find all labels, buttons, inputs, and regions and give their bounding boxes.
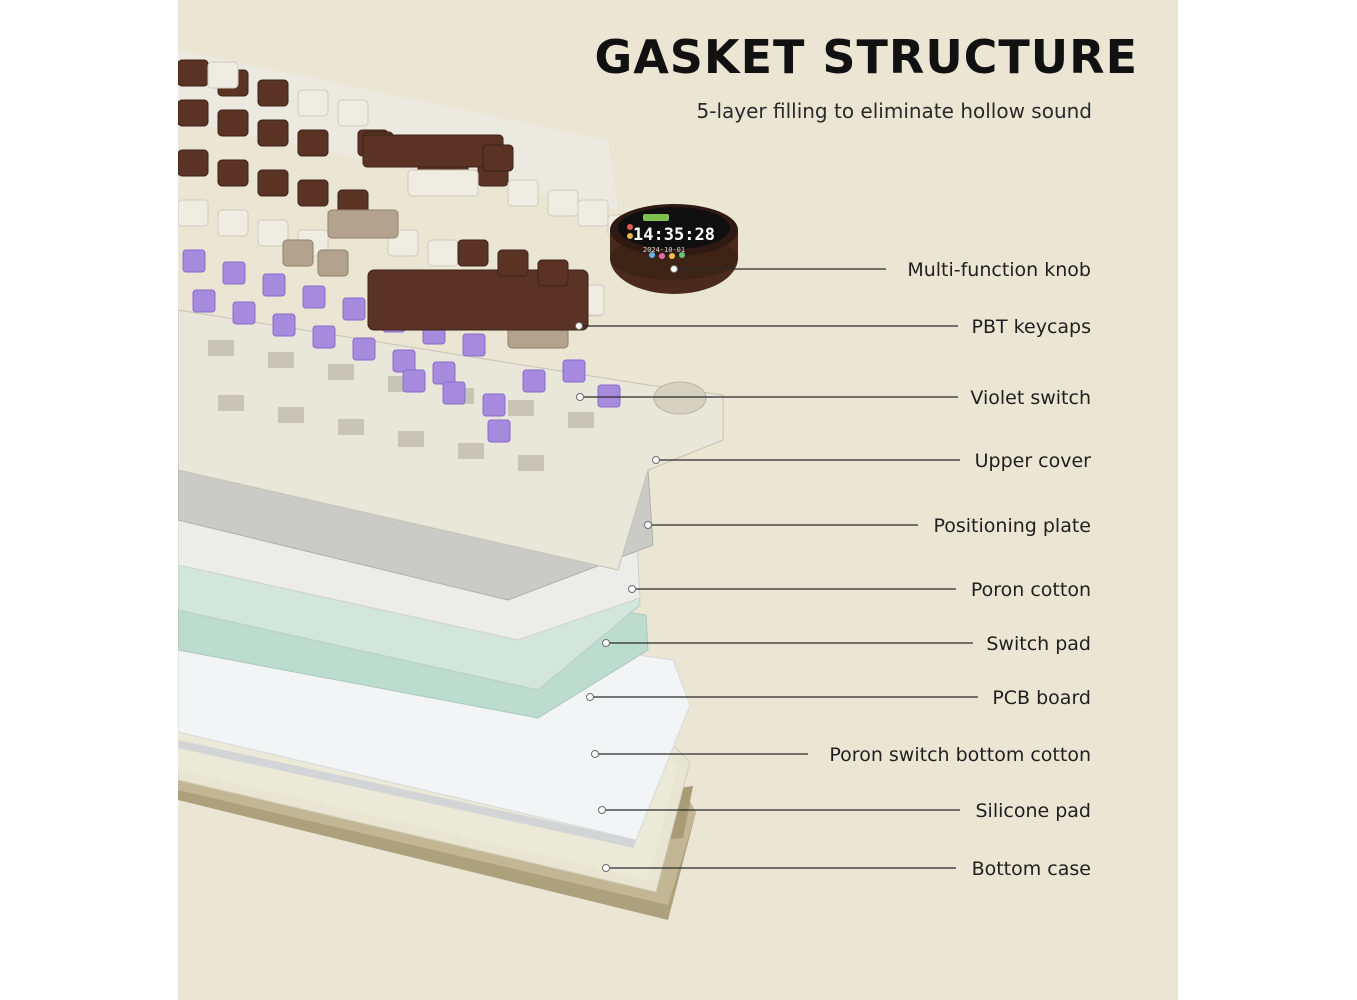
callout-label: Multi-function knob: [907, 259, 1091, 281]
callout-pbt-keycaps: PBT keycaps: [575, 316, 1091, 338]
callout-positioning-plate: Positioning plate: [644, 515, 1091, 537]
callout-label: Upper cover: [975, 450, 1092, 472]
callout-label: Bottom case: [972, 858, 1091, 880]
page-title: GASKET STRUCTURE: [594, 30, 1138, 84]
callout-multi-function-knob: Multi-function knob: [670, 259, 1091, 281]
callout-violet-switch: Violet switch: [576, 387, 1091, 409]
knob-time-display: 14:35:28: [633, 225, 715, 245]
multi-function-knob[interactable]: 14:35:28 2024-10-01: [610, 204, 738, 294]
callout-bottom-case: Bottom case: [602, 858, 1091, 880]
callout-label: PCB board: [992, 687, 1091, 709]
callout-upper-cover: Upper cover: [652, 450, 1092, 472]
callout-switch-pad: Switch pad: [602, 633, 1091, 655]
callout-pcb-board: PCB board: [586, 687, 1091, 709]
callout-poron-cotton: Poron cotton: [628, 579, 1091, 601]
callout-label: Poron switch bottom cotton: [829, 744, 1091, 766]
callout-label: PBT keycaps: [972, 316, 1091, 338]
knob-date-display: 2024-10-01: [643, 246, 685, 254]
product-infographic: 14:35:28 2024-10-01 Multi-function knob: [178, 0, 1178, 1000]
callouts: Multi-function knob PBT keycaps Violet s…: [575, 259, 1092, 880]
callout-poron-switch-bottom-cotton: Poron switch bottom cotton: [591, 744, 1091, 766]
layer-upper-cover: [178, 309, 724, 571]
callout-label: Poron cotton: [971, 579, 1091, 601]
callout-label: Silicone pad: [975, 800, 1091, 822]
exploded-keyboard-diagram: 14:35:28 2024-10-01 Multi-function knob: [178, 50, 1092, 920]
callout-silicone-pad: Silicone pad: [598, 800, 1091, 822]
page-subtitle: 5-layer filling to eliminate hollow soun…: [696, 99, 1092, 123]
callout-label: Violet switch: [970, 387, 1091, 409]
callout-label: Switch pad: [986, 633, 1091, 655]
callout-label: Positioning plate: [933, 515, 1091, 537]
